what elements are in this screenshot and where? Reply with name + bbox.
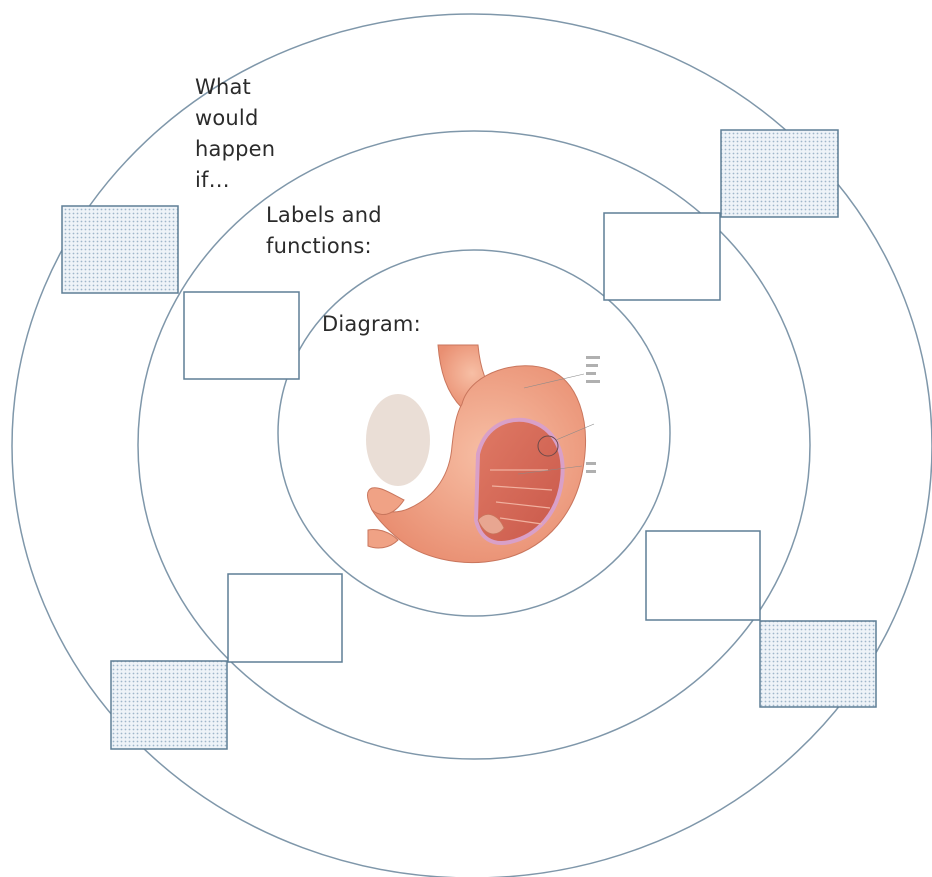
stomach-diagram-image (366, 343, 608, 565)
answer-box-middle-top-right[interactable] (604, 213, 720, 300)
inner-ring-label: Diagram: (322, 309, 452, 340)
answer-box-middle-top-left[interactable] (184, 292, 299, 379)
outer-ring-label: What would happen if… (195, 72, 315, 196)
answer-box-outer-bottom-left[interactable] (111, 661, 227, 749)
answer-box-outer-top-left[interactable] (62, 206, 178, 293)
middle-ring-label: Labels and functions: (266, 200, 426, 262)
answer-box-middle-bottom-left[interactable] (228, 574, 342, 662)
answer-box-middle-bottom-right[interactable] (646, 531, 760, 620)
answer-box-outer-bottom-right[interactable] (760, 621, 876, 707)
answer-box-outer-top-right[interactable] (721, 130, 838, 217)
